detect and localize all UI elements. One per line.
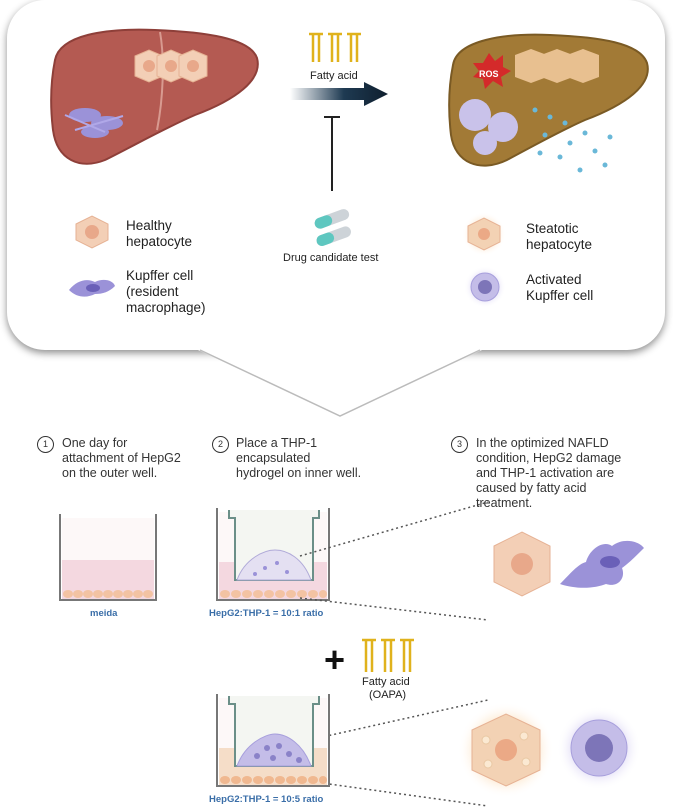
step-2-line-1: Place a THP-1: [236, 436, 318, 450]
kupffer-label-3: macrophage): [126, 300, 206, 315]
kupffer-cell-large: [560, 540, 644, 588]
kupffer-cell-icon: [69, 279, 115, 297]
well-2-coculture: [216, 508, 330, 601]
plus-sign: +: [324, 639, 346, 680]
well-1-hepg2: [59, 514, 157, 601]
healthy-hepatocyte-icon: [75, 215, 109, 249]
step-2-line-3: hydrogel on inner well.: [236, 466, 362, 480]
steatotic-hepatocyte-icon: [462, 212, 506, 256]
ros-label: ROS: [479, 69, 499, 79]
step-1-number: 1: [37, 436, 54, 453]
ros-burst: [473, 53, 511, 89]
activated-kupffer-large: [557, 706, 641, 790]
step-3-line-3: and THP-1 activation are: [476, 466, 615, 480]
fatty-acid-oapa-1: Fatty acid: [362, 676, 410, 688]
step-1-line-2: attachment of HepG2: [62, 451, 181, 465]
steatotic-label-2: hepatocyte: [526, 237, 593, 252]
well-3-treated: [216, 694, 330, 787]
step-1-line-1: One day for: [62, 436, 128, 450]
steatotic-label-1: Steatotic: [526, 221, 579, 236]
ratio-2-label: HepG2:THP-1 = 10:5 ratio: [209, 794, 324, 805]
fatty-acid-icon: [309, 32, 361, 62]
activated-kupffer-icon: [464, 266, 506, 308]
ratio-1-label: HepG2:THP-1 = 10:1 ratio: [209, 608, 324, 619]
progression-arrow: [290, 82, 388, 106]
step-3-line-2: condition, HepG2 damage: [476, 451, 622, 465]
healthy-hepatocyte-large: [493, 531, 551, 597]
healthy-liver: [50, 28, 259, 165]
drug-test-label: Drug candidate test: [283, 252, 379, 264]
step-3-number: 3: [451, 436, 468, 453]
callout-pointer: [198, 349, 482, 417]
diseased-liver: [448, 33, 649, 173]
kupffer-label-1: Kupffer cell: [126, 268, 194, 283]
step-2-line-2: encapsulated: [236, 451, 311, 465]
released-droplets: [532, 107, 613, 173]
step-3-line-5: treatment.: [476, 496, 533, 510]
step-1-line-3: on the outer well.: [62, 466, 158, 480]
healthy-label-1: Healthy: [126, 218, 172, 233]
kupffer-label-2: (resident: [126, 284, 179, 299]
steatotic-hepatocyte-large: [458, 702, 554, 798]
drug-capsule-icon: [314, 209, 352, 246]
meida-label: meida: [90, 608, 118, 619]
inhibition-line: [324, 116, 340, 191]
fatty-acid-oapa-2: (OAPA): [369, 689, 407, 701]
liver-hepatocytes: [134, 49, 208, 83]
activated-label-2: Kupffer cell: [526, 288, 594, 303]
step-3-line-1: In the optimized NAFLD: [476, 436, 609, 450]
step-2-number: 2: [212, 436, 229, 453]
activated-kupffer-in-liver: [459, 99, 518, 155]
fatty-acid-label: Fatty acid: [310, 70, 358, 82]
liver-kupffer-cells: [64, 108, 124, 138]
steatotic-cells-in-liver: [515, 49, 599, 83]
activated-label-1: Activated: [526, 272, 582, 287]
healthy-label-2: hepatocyte: [126, 234, 193, 249]
step-3-line-4: caused by fatty acid: [476, 481, 587, 495]
fatty-acid-icon-2: [362, 638, 414, 672]
